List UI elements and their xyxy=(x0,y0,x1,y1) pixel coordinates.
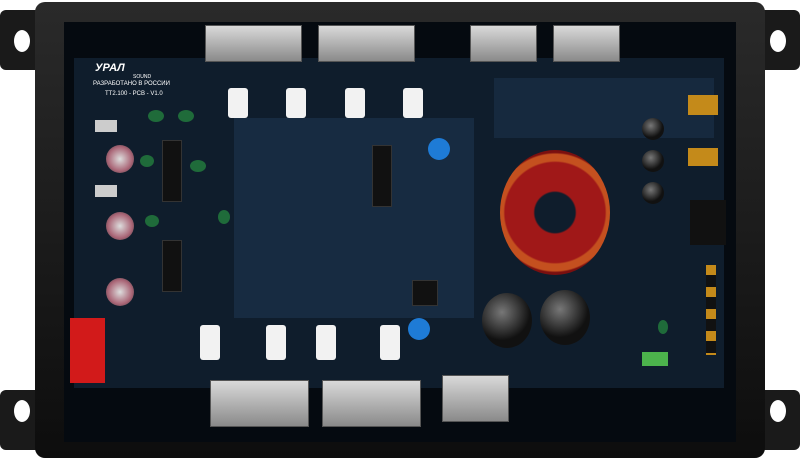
electrolytic-capacitor xyxy=(540,290,590,345)
rca-input-connector xyxy=(70,318,105,383)
made-in-label: РАЗРАБОТАНО В РОССИИ xyxy=(93,81,170,87)
brand-sub: SOUND xyxy=(133,74,152,80)
gain-knob xyxy=(106,145,134,173)
switch xyxy=(95,185,117,197)
transistor-clamp xyxy=(470,25,537,62)
model-label: TT2.100 - PCB - V1.0 xyxy=(105,91,163,97)
capacitor xyxy=(408,318,430,340)
power-connector xyxy=(690,200,726,245)
connector xyxy=(642,352,668,366)
frequency-knob xyxy=(106,278,134,306)
bass-knob xyxy=(106,212,134,240)
transistor-clamp xyxy=(553,25,620,62)
transistor-clamp xyxy=(210,380,309,427)
power-terminal xyxy=(688,148,718,166)
brand-logo: УРАЛ xyxy=(95,62,125,74)
transistor-clamp xyxy=(205,25,302,62)
switch xyxy=(95,120,117,132)
electrolytic-capacitor xyxy=(482,293,532,348)
speaker-terminals xyxy=(706,265,716,355)
power-terminal xyxy=(688,95,718,115)
capacitor xyxy=(428,138,450,160)
toroid-transformer xyxy=(500,150,610,275)
transistor-clamp xyxy=(442,375,509,422)
transistor-clamp xyxy=(322,380,421,427)
transistor-clamp xyxy=(318,25,415,62)
